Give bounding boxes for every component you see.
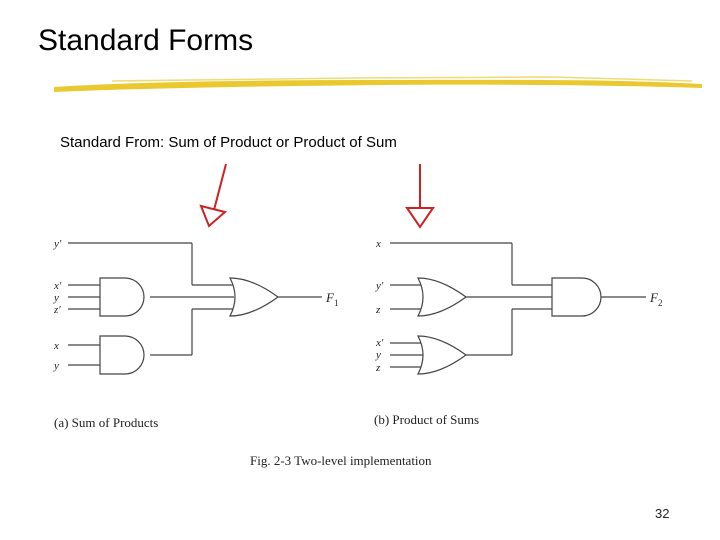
page-number: 32 xyxy=(655,506,670,521)
sop-input-x2: x xyxy=(53,340,59,352)
pos-output-f: F xyxy=(649,290,659,305)
pos-output-subscript: 2 xyxy=(658,298,663,308)
sop-pointer-arrow xyxy=(199,163,228,228)
pos-input-y: y xyxy=(375,349,381,361)
sop-input-z-prime: z′ xyxy=(53,304,61,316)
sop-or-gate xyxy=(229,277,280,317)
sop-output-label: F1 xyxy=(325,290,338,308)
sop-output-f: F xyxy=(325,290,335,305)
pos-circuit xyxy=(390,242,646,368)
slide-title: Standard Forms xyxy=(38,24,254,57)
pos-output-label: F2 xyxy=(649,290,662,308)
figure-caption: Fig. 2-3 Two-level implementation xyxy=(250,453,432,468)
sop-and-gate-1 xyxy=(99,277,145,317)
subtitle: Standard From: Sum of Product or Product… xyxy=(60,134,397,151)
pos-input-z: z xyxy=(375,304,381,316)
pos-or-gate-1 xyxy=(417,277,468,317)
sop-input-y-prime: y′ xyxy=(53,238,62,250)
pos-or-gate-2 xyxy=(417,335,468,375)
sop-output-subscript: 1 xyxy=(334,298,339,308)
sop-and-gate-2 xyxy=(99,335,145,375)
pos-caption: (b) Product of Sums xyxy=(374,412,479,427)
sop-circuit xyxy=(68,242,322,366)
sop-input-x-prime: x′ xyxy=(53,280,62,292)
sop-input-y2: y xyxy=(53,360,59,372)
pos-input-x-prime: x′ xyxy=(375,337,384,349)
pos-pointer-arrow xyxy=(405,164,435,229)
pos-input-x: x xyxy=(375,238,381,250)
pos-input-z2: z xyxy=(375,362,381,374)
pos-input-y-prime: y′ xyxy=(375,280,384,292)
pos-and-gate xyxy=(551,277,602,317)
sop-caption: (a) Sum of Products xyxy=(54,415,158,430)
sop-input-y: y xyxy=(53,292,59,304)
title-underline xyxy=(54,76,702,92)
